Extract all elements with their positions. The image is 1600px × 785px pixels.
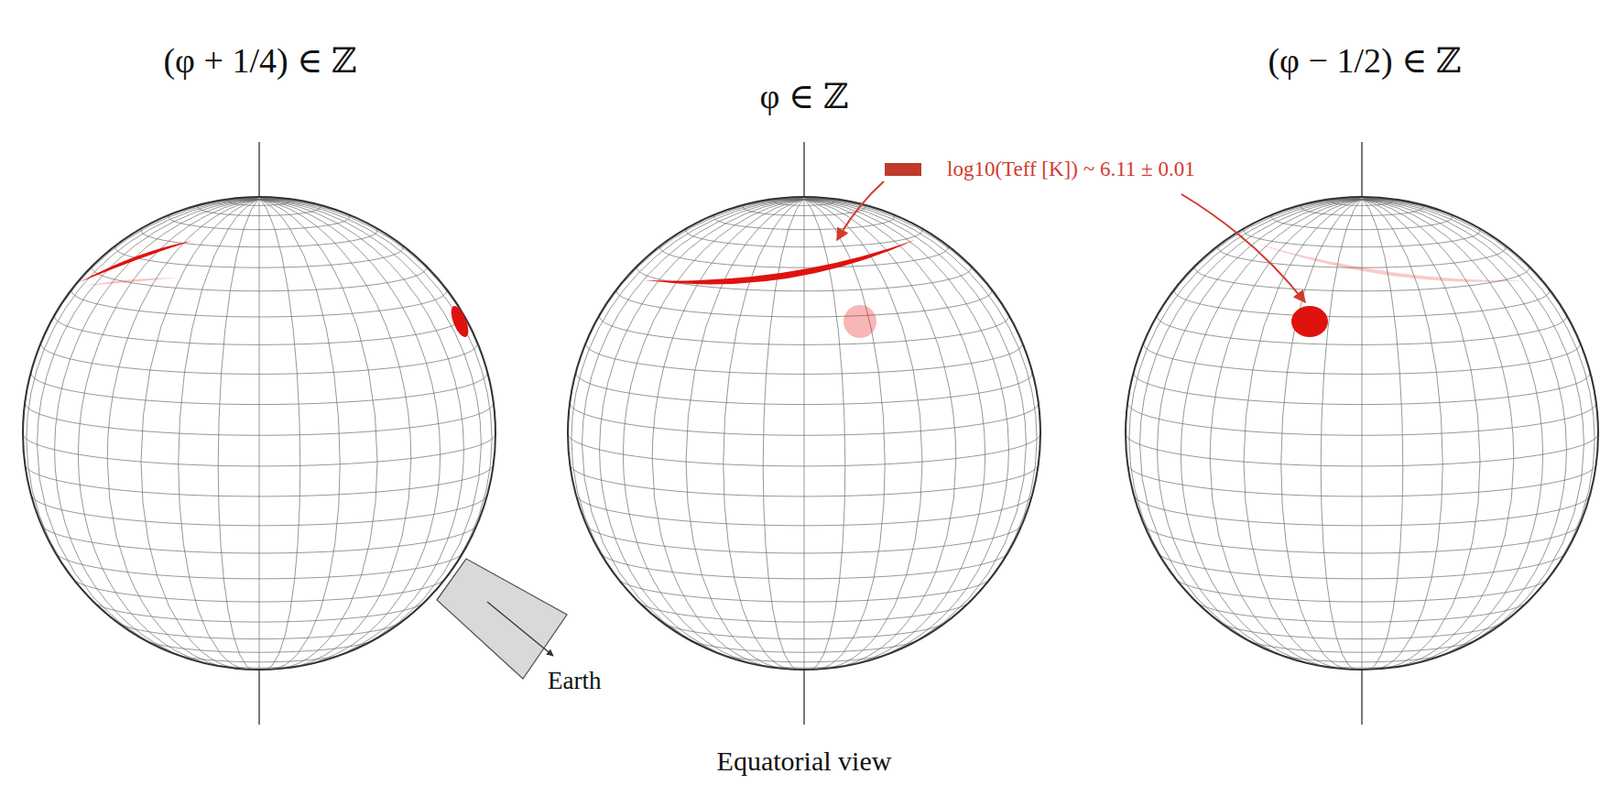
phase-heading: φ ∈ ℤ bbox=[760, 77, 849, 117]
legend-swatch bbox=[884, 163, 922, 176]
leader-line bbox=[1181, 194, 1306, 303]
hidden-hot-region bbox=[1256, 243, 1525, 283]
caption: Equatorial view bbox=[717, 745, 893, 776]
line-of-sight-beam bbox=[436, 558, 567, 679]
sphere-grid bbox=[22, 196, 496, 670]
hot-region bbox=[644, 239, 915, 284]
legend-item: log10(Teff [K]) ~ 6.11 ± 0.01 bbox=[884, 157, 1196, 182]
sphere-fill bbox=[22, 196, 496, 670]
sphere-outline bbox=[1125, 196, 1599, 670]
sphere-fill bbox=[1125, 196, 1599, 670]
sphere-grid bbox=[567, 196, 1041, 670]
phase-heading: (φ + 1/4) ∈ ℤ bbox=[163, 42, 357, 81]
hot-region bbox=[79, 240, 192, 283]
hidden-hot-region bbox=[82, 277, 179, 286]
hot-spot bbox=[1291, 305, 1328, 338]
sphere-outline bbox=[567, 196, 1041, 670]
hot-spot bbox=[447, 304, 472, 340]
earth-arrow bbox=[487, 601, 554, 656]
phase-heading: (φ − 1/2) ∈ ℤ bbox=[1267, 42, 1461, 81]
earth-label: Earth bbox=[547, 667, 601, 696]
hidden-hot-spot bbox=[843, 304, 877, 338]
sphere-grid bbox=[1125, 196, 1599, 670]
leader-line bbox=[837, 181, 884, 240]
sphere-outline bbox=[22, 196, 496, 670]
legend-text: log10(Teff [K]) ~ 6.11 ± 0.01 bbox=[946, 157, 1196, 182]
sphere-fill bbox=[567, 196, 1041, 670]
